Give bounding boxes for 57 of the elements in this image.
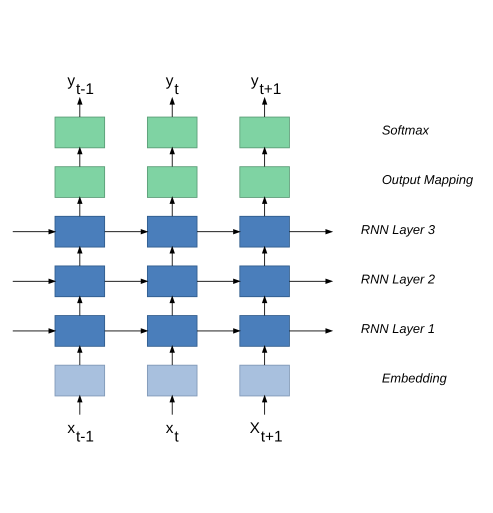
- arrow: [289, 328, 334, 334]
- arrow: [170, 96, 175, 118]
- node-box: [54, 216, 106, 248]
- arrow: [104, 328, 148, 334]
- arrow: [77, 246, 83, 266]
- arrow: [77, 394, 83, 416]
- arrow: [170, 146, 175, 167]
- node-box: [146, 116, 198, 148]
- arrow: [170, 246, 175, 266]
- arrow: [77, 196, 83, 217]
- arrow: [170, 196, 175, 217]
- node-box: [146, 166, 198, 198]
- label: Embedding: [382, 370, 447, 386]
- arrow: [289, 278, 334, 284]
- arrow: [262, 345, 268, 366]
- arrow: [262, 246, 268, 266]
- node-box: [54, 364, 106, 396]
- node-box: [54, 265, 106, 298]
- arrow: [77, 96, 83, 118]
- node-box: [146, 315, 198, 347]
- arrow: [104, 229, 148, 234]
- node-box: [239, 116, 290, 148]
- node-box: [239, 265, 290, 298]
- arrow: [170, 295, 175, 316]
- node-box: [146, 364, 198, 396]
- label: RNN Layer 1: [360, 321, 436, 336]
- arrow: [196, 278, 241, 284]
- arrow: [12, 328, 56, 334]
- arrow: [262, 96, 268, 118]
- arrow: [170, 345, 175, 366]
- arrow: [170, 394, 175, 416]
- label: RNN Layer 2: [360, 271, 436, 286]
- arrow: [77, 295, 83, 316]
- arrow: [262, 146, 268, 167]
- arrow: [262, 394, 268, 416]
- node-box: [239, 364, 290, 396]
- node-box: [146, 216, 198, 248]
- node-box: [146, 265, 198, 298]
- arrow: [289, 229, 334, 234]
- arrow: [104, 278, 148, 284]
- arrow: [262, 196, 268, 217]
- label: RNN Layer 3: [360, 222, 436, 237]
- arrow: [12, 229, 56, 234]
- arrow: [77, 146, 83, 167]
- node-box: [54, 116, 106, 148]
- arrow: [196, 328, 241, 334]
- node-box: [239, 315, 290, 347]
- node-box: [54, 166, 106, 198]
- node-box: [239, 216, 290, 248]
- node-box: [54, 315, 106, 347]
- node-box: [239, 166, 290, 198]
- arrow: [262, 295, 268, 316]
- label: Output Mapping: [382, 172, 474, 188]
- label: Softmax: [382, 122, 429, 138]
- arrow: [77, 345, 83, 366]
- arrow: [196, 229, 241, 234]
- arrow: [12, 278, 56, 284]
